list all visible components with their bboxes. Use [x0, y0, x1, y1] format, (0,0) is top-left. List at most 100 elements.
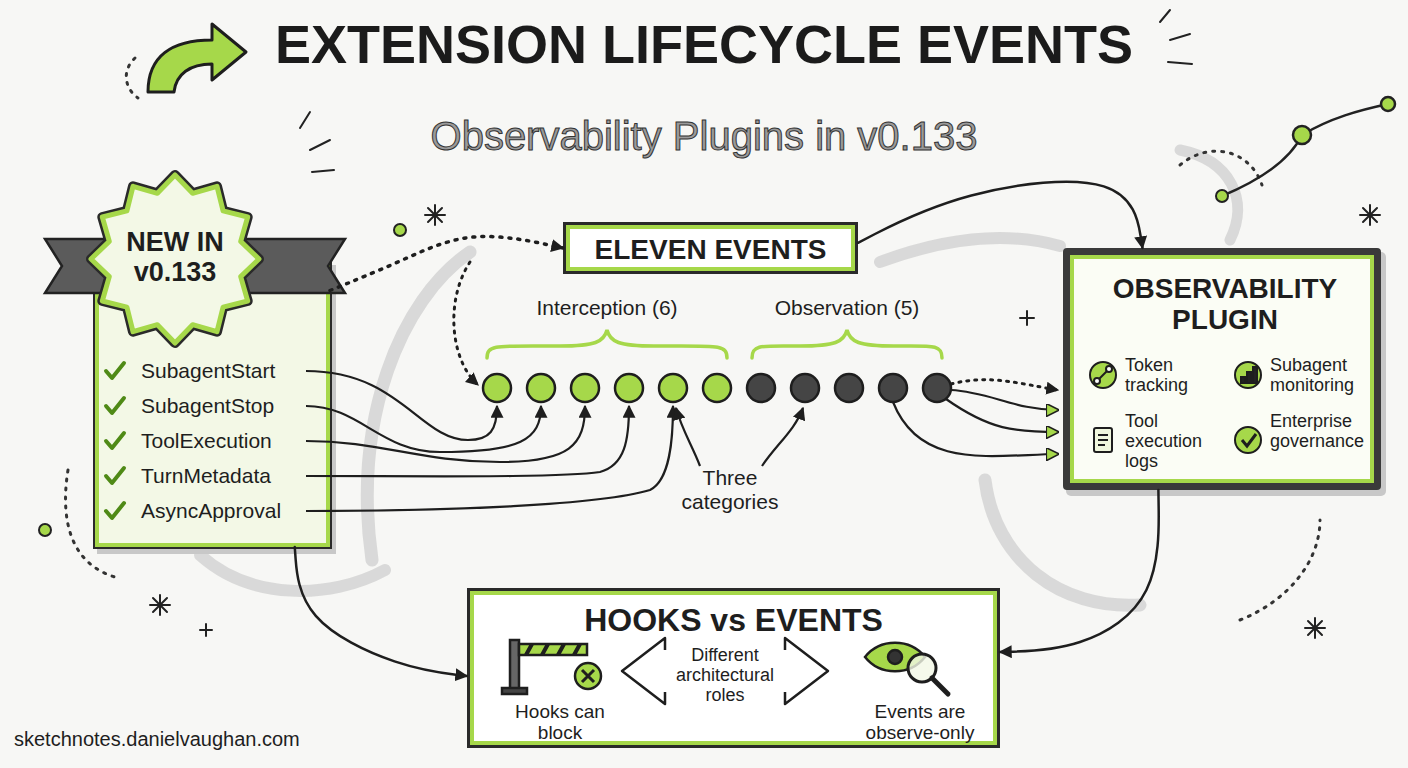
- network-dot: [1216, 190, 1228, 202]
- node-text: TurnMetadata: [141, 464, 326, 488]
- node-text: Different architectural roles: [660, 645, 790, 705]
- network-line: [1222, 104, 1388, 196]
- category-bracket: [487, 330, 727, 358]
- check-mark: [106, 433, 124, 448]
- double-arrow: [785, 638, 828, 704]
- interception-dot: [483, 374, 511, 402]
- wire: [762, 408, 803, 466]
- brackets: [487, 330, 942, 358]
- dotted-curve: [126, 58, 138, 98]
- network-dot: [1381, 97, 1395, 111]
- monitor-icon: [1241, 377, 1245, 383]
- barrier-icon: [510, 640, 519, 690]
- interception-dot: [527, 374, 555, 402]
- sparkle: [200, 624, 212, 636]
- interception-dot: [615, 374, 643, 402]
- block-icon: [575, 663, 601, 689]
- token-icon: [1097, 369, 1109, 381]
- sparkle: [1360, 205, 1380, 225]
- node-text: Events are observe-only: [862, 701, 978, 744]
- check-mark: [106, 503, 124, 518]
- event-wires: [306, 262, 1058, 511]
- observation-dot: [791, 374, 819, 402]
- log-icon: [1098, 435, 1108, 445]
- check-marks: [106, 363, 124, 518]
- connector-arrow: [330, 237, 563, 291]
- brush-swoosh: [367, 252, 470, 560]
- network-dot: [39, 524, 51, 536]
- event-dots: [483, 374, 951, 402]
- star-outline: [91, 175, 259, 343]
- node-text: Tool execution logs: [1125, 411, 1225, 471]
- sparkle: [1160, 10, 1192, 64]
- wire: [676, 408, 700, 466]
- sparkle: [300, 112, 334, 172]
- plugin-icons: [1090, 362, 1261, 453]
- barrier-icon: [502, 688, 527, 694]
- wire: [946, 399, 1058, 432]
- label-text: Observation (5): [757, 296, 937, 320]
- label-text: Observability Plugins in v0.133: [0, 114, 1408, 159]
- wire: [454, 262, 478, 385]
- star-outline: [91, 175, 259, 343]
- dotted-curve: [1240, 520, 1320, 620]
- node-text: ToolExecution: [141, 429, 326, 453]
- title-text: EXTENSION LIFECYCLE EVENTS: [0, 14, 1408, 74]
- sparkle: [425, 205, 445, 225]
- title-arrow-icon: [148, 24, 246, 92]
- interception-dot: [703, 374, 731, 402]
- interception-dot: [571, 374, 599, 402]
- brush-swoosh: [985, 480, 1140, 605]
- label-text: Three categories: [665, 466, 795, 513]
- node-text: Hooks can block: [505, 701, 615, 744]
- sparkle: [1305, 618, 1325, 638]
- interception-dot: [659, 374, 687, 402]
- wire: [893, 402, 1058, 456]
- node-text: OBSERVABILITY PLUGIN: [1080, 273, 1370, 336]
- network-decor: [39, 97, 1395, 536]
- check-mark: [106, 398, 124, 413]
- sparkles: [150, 10, 1380, 638]
- header-box: ELEVEN EVENTS: [563, 222, 858, 274]
- barrier-icon: [526, 644, 580, 655]
- wire: [306, 406, 585, 462]
- badge-star: NEW IN v0.133: [80, 171, 270, 346]
- label-text: Interception (6): [517, 296, 697, 320]
- node-text: ELEVEN EVENTS: [566, 234, 855, 265]
- node-text: Enterprise governance: [1270, 411, 1380, 451]
- network-dot: [394, 224, 406, 236]
- barrier-icon: [519, 644, 587, 655]
- monitor-icon: [1235, 362, 1261, 388]
- wire: [951, 390, 1058, 410]
- plugin-box: OBSERVABILITY PLUGINToken trackingSubage…: [1063, 248, 1381, 490]
- connectors: [295, 182, 1159, 676]
- comparison-box: HOOKS vs EVENTS Hooks can block Different …: [467, 588, 1000, 748]
- eye-icon: [865, 643, 925, 672]
- monitor-icon: [1253, 367, 1257, 383]
- check-mark: [106, 363, 124, 378]
- double-arrow: [622, 638, 665, 704]
- node-text: AsyncApproval: [141, 499, 326, 523]
- brush-swoosh: [880, 238, 1060, 262]
- token-icon: [1106, 366, 1112, 372]
- log-icon: [1094, 428, 1112, 452]
- connector-arrow: [858, 182, 1143, 248]
- eye-icon: [888, 650, 902, 664]
- node-text: HOOKS vs EVENTS: [470, 603, 997, 639]
- brush-swoosh: [1180, 150, 1238, 240]
- node-text: SubagentStop: [141, 394, 326, 418]
- wire: [306, 371, 497, 440]
- wire: [306, 406, 541, 452]
- wire: [306, 406, 629, 476]
- wire: [306, 406, 673, 511]
- connector-arrow: [1000, 490, 1159, 652]
- node-text: NEW IN v0.133: [115, 227, 235, 287]
- node-text: Token tracking: [1125, 355, 1220, 395]
- observation-dot: [835, 374, 863, 402]
- node-text: SubagentStart: [141, 359, 326, 383]
- observation-dot: [923, 374, 951, 402]
- label-text: sketchnotes.danielvaughan.com: [14, 728, 434, 750]
- connector-arrow: [295, 547, 467, 676]
- token-icon: [1094, 378, 1100, 384]
